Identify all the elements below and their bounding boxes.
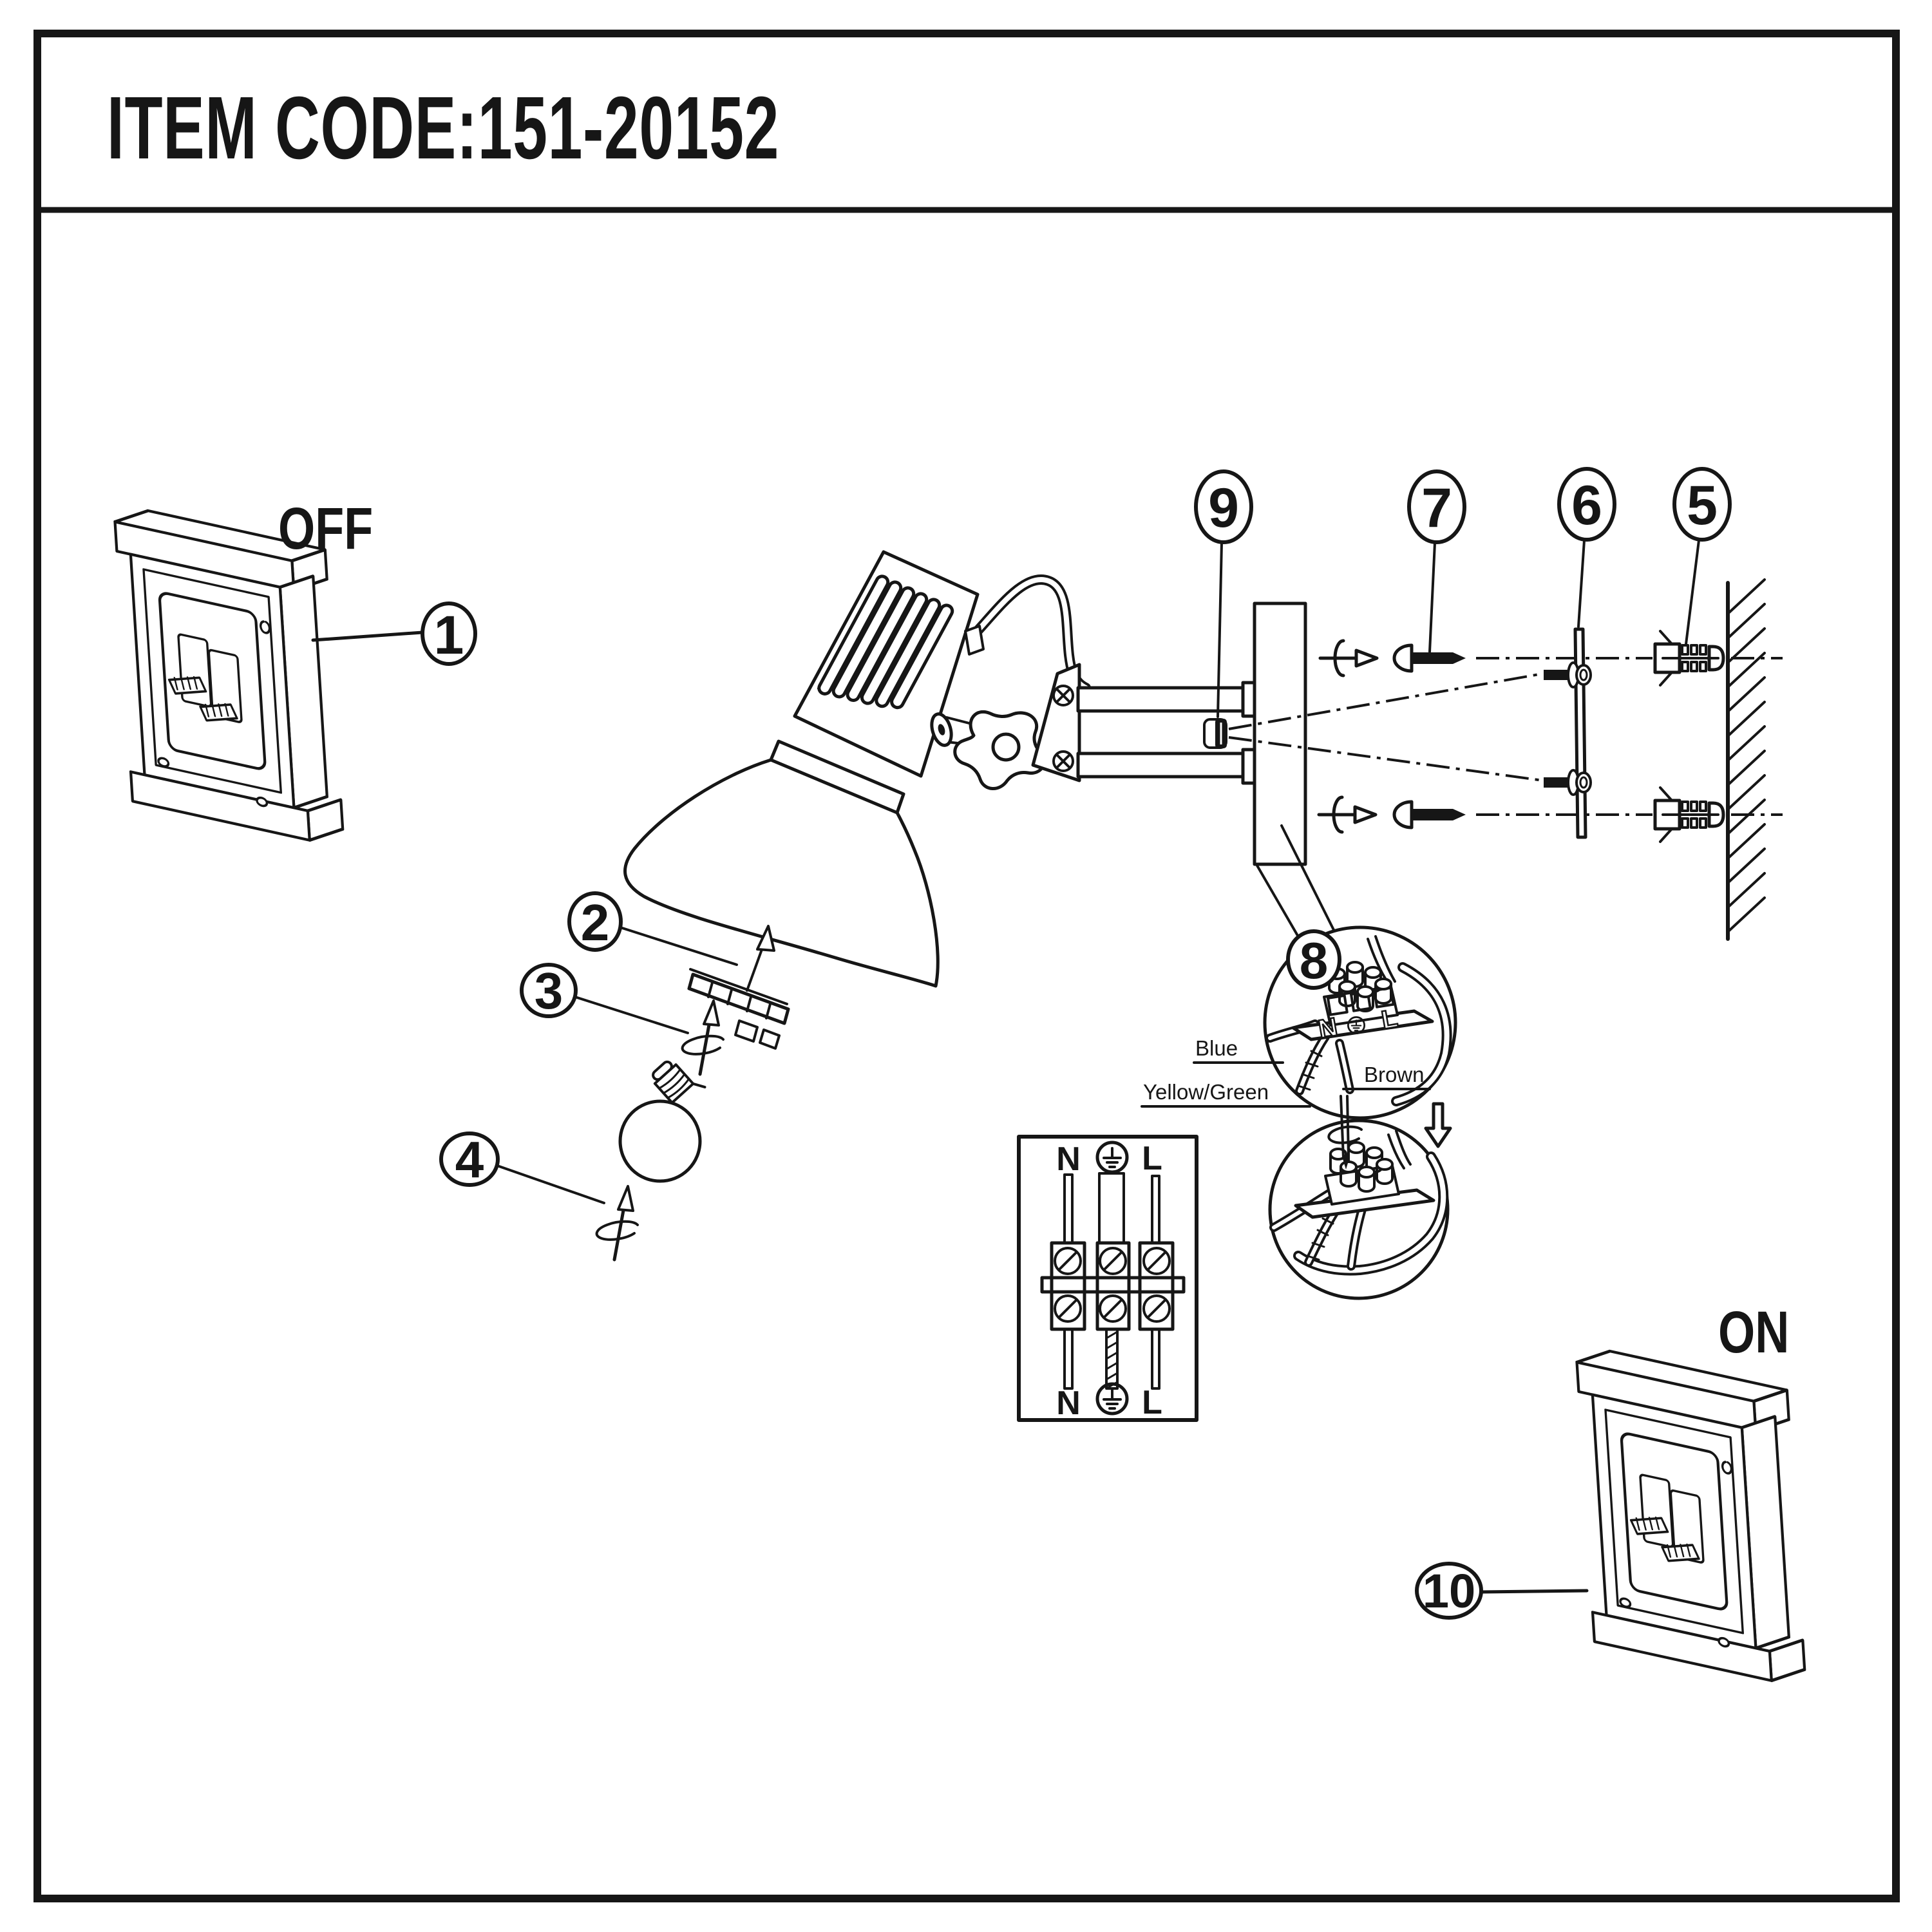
terminal-diagram: N L N L xyxy=(1017,1135,1198,1422)
lamp-wire xyxy=(1374,935,1396,983)
wall-switch-off: OFF 1 xyxy=(114,495,477,848)
callout-4-number: 4 xyxy=(455,1131,484,1188)
rotate-arrow-icon xyxy=(597,1186,638,1260)
callout-1 xyxy=(421,601,477,666)
leader-line xyxy=(1217,542,1223,718)
arm-collar xyxy=(1241,748,1256,785)
callout-7-number: 7 xyxy=(1421,477,1452,539)
arm-bar-lower xyxy=(1076,752,1247,779)
n-wire xyxy=(1063,1328,1074,1390)
rotate-arrow-icon xyxy=(1327,1125,1363,1144)
callout-1-number: 1 xyxy=(434,605,464,665)
wall-switch-on: ON 10 xyxy=(1415,1299,1806,1688)
detail-pointer xyxy=(1256,864,1301,940)
callout-3 xyxy=(520,963,578,1018)
callout-8-number: 8 xyxy=(1300,932,1329,989)
wall-hatching xyxy=(1727,578,1766,933)
blue-label: Blue xyxy=(1195,1036,1238,1060)
terminal-top-l: L xyxy=(1142,1140,1162,1177)
lamp-wire xyxy=(1395,1130,1412,1166)
callout-3-number: 3 xyxy=(535,962,564,1019)
lamp-shade xyxy=(623,739,940,988)
bracket-screw-icon xyxy=(1052,685,1074,706)
l-wire xyxy=(1151,1328,1160,1390)
terminal-top-n: N xyxy=(1056,1141,1081,1178)
screw-rotation-icon xyxy=(1319,797,1376,832)
page-title: ITEM CODE:151-20152 xyxy=(107,79,779,178)
wall-anchor xyxy=(1655,631,1723,685)
screwdriver xyxy=(1327,1095,1363,1170)
earth-icon xyxy=(1097,1142,1127,1172)
terminal-connector xyxy=(1294,1141,1435,1219)
insert-arrow-icon xyxy=(746,925,775,992)
callout-6 xyxy=(1557,467,1616,542)
callout-5-number: 5 xyxy=(1687,475,1718,536)
leader-line xyxy=(1685,539,1700,645)
earth-wire-stripes xyxy=(1306,1217,1334,1261)
arm-collar xyxy=(1241,681,1256,718)
on-label: ON xyxy=(1718,1299,1789,1365)
axis-line xyxy=(1228,672,1544,730)
wall-section xyxy=(1726,578,1766,941)
leader-line xyxy=(619,926,738,966)
wall-anchor xyxy=(1655,788,1723,842)
callout-2 xyxy=(567,891,623,952)
leader-line xyxy=(311,630,424,642)
mounting-strip xyxy=(1542,627,1592,839)
screw-rotation-icon xyxy=(1320,641,1377,676)
bracket-screw-icon xyxy=(1052,750,1074,772)
mounting-hardware: 9 7 6 5 xyxy=(1194,467,1783,941)
cord-hinge-tab xyxy=(964,625,985,656)
strip-bolt xyxy=(1542,769,1592,796)
rotate-arrow-icon xyxy=(683,1001,723,1074)
terminal-connector: N L xyxy=(1291,961,1434,1045)
terminal-bottom-l: L xyxy=(1142,1384,1162,1421)
callout-8 xyxy=(1286,929,1341,990)
leader-line xyxy=(1577,539,1586,628)
callout-10-number: 10 xyxy=(1423,1564,1475,1618)
yellow-green-label: Yellow/Green xyxy=(1143,1080,1269,1104)
leader-line xyxy=(1428,542,1436,653)
axis-line xyxy=(1228,736,1544,782)
terminal-screws xyxy=(1054,1247,1171,1323)
next-step-arrow-icon xyxy=(1424,1102,1452,1148)
callout-9-number: 9 xyxy=(1208,477,1239,539)
earth-wire-stripes xyxy=(1105,1331,1119,1390)
exploded-parts: 2 3 xyxy=(439,891,790,1260)
vent-slots xyxy=(817,574,954,710)
off-label: OFF xyxy=(278,495,373,562)
earth-wire xyxy=(1098,1172,1125,1244)
light-bulb xyxy=(618,1060,706,1183)
wiring-detail: N L 8 Blue Yellow/Green Brown xyxy=(1141,824,1457,1300)
leader-line xyxy=(1479,1589,1589,1594)
terminal-bottom-n: N xyxy=(1056,1385,1081,1422)
arm-bar-upper xyxy=(1076,686,1247,713)
locking-cap xyxy=(1203,718,1227,749)
lamp-wire xyxy=(1387,1133,1405,1170)
leader-line xyxy=(574,996,689,1034)
arm-assembly xyxy=(930,601,1307,866)
socket-ring xyxy=(687,968,790,1050)
page-border xyxy=(33,30,1900,1902)
knob-hole xyxy=(991,732,1021,762)
l-wire xyxy=(1151,1175,1160,1244)
callout-6-number: 6 xyxy=(1571,475,1602,536)
lamp-assembly xyxy=(623,550,1307,988)
brown-label: Brown xyxy=(1364,1063,1425,1086)
earth-wire-stripes xyxy=(1297,1050,1323,1091)
callout-5 xyxy=(1672,467,1732,542)
leader-line xyxy=(496,1164,605,1204)
terminal-bar xyxy=(1040,1276,1186,1294)
mounting-screw xyxy=(1394,802,1466,828)
detail-pointer xyxy=(1280,824,1337,935)
callout-7 xyxy=(1407,469,1466,544)
callout-2-number: 2 xyxy=(581,894,610,951)
callout-9 xyxy=(1194,469,1253,544)
wall-back-plate xyxy=(1253,601,1307,866)
n-wire xyxy=(1063,1173,1074,1244)
callout-4 xyxy=(439,1132,500,1187)
header: ITEM CODE:151-20152 xyxy=(107,79,779,178)
strip-bolt xyxy=(1542,661,1592,688)
